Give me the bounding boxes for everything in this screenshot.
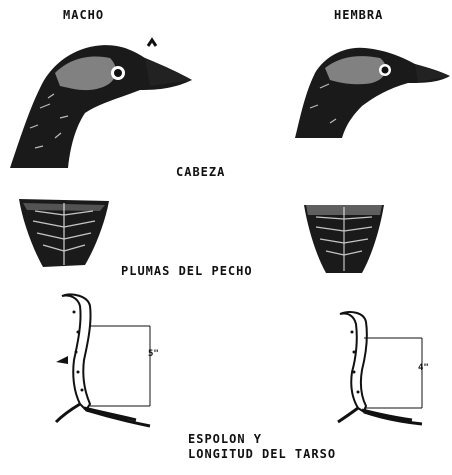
male-tarsus-measure: 5"	[148, 349, 159, 359]
female-head-illustration	[290, 28, 452, 148]
female-label: HEMBRA	[334, 9, 383, 21]
male-head-illustration	[0, 28, 200, 178]
male-breast-feathers-illustration	[15, 193, 113, 271]
female-leg-illustration: 4"	[330, 308, 450, 428]
female-breast-feathers-illustration	[300, 197, 388, 277]
breast-feathers-label: PLUMAS DEL PECHO	[121, 265, 253, 277]
male-label: MACHO	[63, 9, 104, 21]
spur-label-line2: LONGITUD DEL TARSO	[188, 448, 336, 460]
female-tarsus-measure: 4"	[418, 363, 429, 373]
head-label: CABEZA	[176, 166, 225, 178]
spur-label-line1: ESPOLON Y	[188, 433, 262, 445]
male-leg-illustration: 5"	[50, 292, 180, 430]
